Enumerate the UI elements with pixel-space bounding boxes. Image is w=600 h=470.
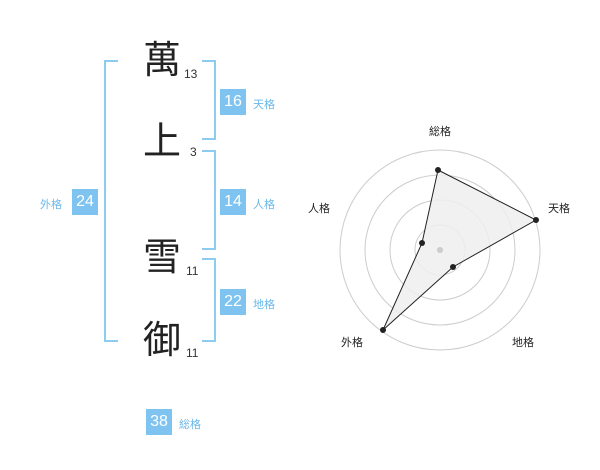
stroke-count-4: 11 — [186, 346, 199, 360]
gaikaku-score: 24 — [72, 189, 98, 215]
soukaku-score: 38 — [146, 409, 172, 435]
gaikaku-label: 外格 — [40, 198, 62, 211]
radar-point-soukaku — [435, 167, 441, 173]
radar-point-gaikaku — [380, 327, 386, 333]
tenkaku-score: 16 — [220, 89, 246, 115]
gaikaku-bracket — [104, 60, 118, 342]
jinkaku-score: 14 — [220, 189, 246, 215]
chikaku-bracket — [202, 258, 216, 342]
stroke-count-1: 13 — [184, 67, 198, 81]
name-char-4: 御 — [143, 318, 182, 362]
chikaku-score: 22 — [220, 289, 246, 315]
radar-point-chikaku — [450, 264, 456, 270]
tenkaku-bracket — [202, 60, 216, 140]
name-char-2: 上 — [143, 119, 182, 163]
radar-label-right: 天格 — [548, 201, 570, 215]
radar-label-bottom-left: 外格 — [341, 335, 363, 349]
tenkaku-label: 天格 — [253, 98, 275, 111]
radar-center-dot — [437, 247, 443, 253]
radar-label-top: 総格 — [429, 124, 451, 138]
radar-label-left: 人格 — [308, 201, 330, 215]
name-char-1: 萬 — [143, 38, 182, 82]
chikaku-label: 地格 — [253, 298, 275, 311]
stroke-count-3: 11 — [186, 264, 199, 278]
radar-point-jinkaku — [419, 240, 425, 246]
name-char-3: 雪 — [143, 235, 182, 279]
radar-chart: 総格 天格 地格 外格 人格 — [308, 124, 570, 351]
jinkaku-bracket — [202, 150, 216, 250]
stroke-count-2: 3 — [190, 145, 197, 159]
jinkaku-label: 人格 — [253, 198, 275, 211]
radar-label-bottom-right: 地格 — [512, 335, 534, 349]
soukaku-label: 総格 — [179, 418, 201, 431]
radar-ring-4 — [339, 149, 541, 351]
radar-area — [382, 169, 538, 331]
radar-point-tenkaku — [533, 217, 539, 223]
